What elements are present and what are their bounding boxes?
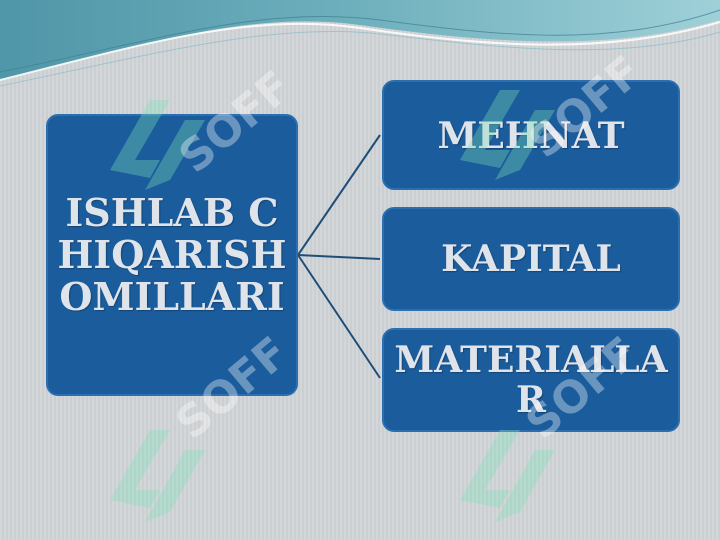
- connector-to-kapital: [297, 254, 381, 260]
- child-node-kapital: KAPITAL: [382, 207, 680, 311]
- child-node-mehnat: MEHNAT: [382, 80, 680, 190]
- child-node-label: KAPITAL: [441, 238, 621, 280]
- root-node-label: ISHLAB CHIQARISH OMILLARI: [57, 190, 287, 319]
- child-node-label: MEHNAT: [437, 115, 625, 157]
- connector-to-mehnat: [297, 134, 381, 256]
- child-node-label: MATERIALLAR: [394, 339, 668, 421]
- top-wave-decoration: [0, 0, 720, 87]
- root-node: ISHLAB CHIQARISH OMILLARI: [46, 114, 298, 396]
- child-node-materiallar: MATERIALLAR: [382, 328, 680, 432]
- connector-to-materiallar: [297, 254, 381, 379]
